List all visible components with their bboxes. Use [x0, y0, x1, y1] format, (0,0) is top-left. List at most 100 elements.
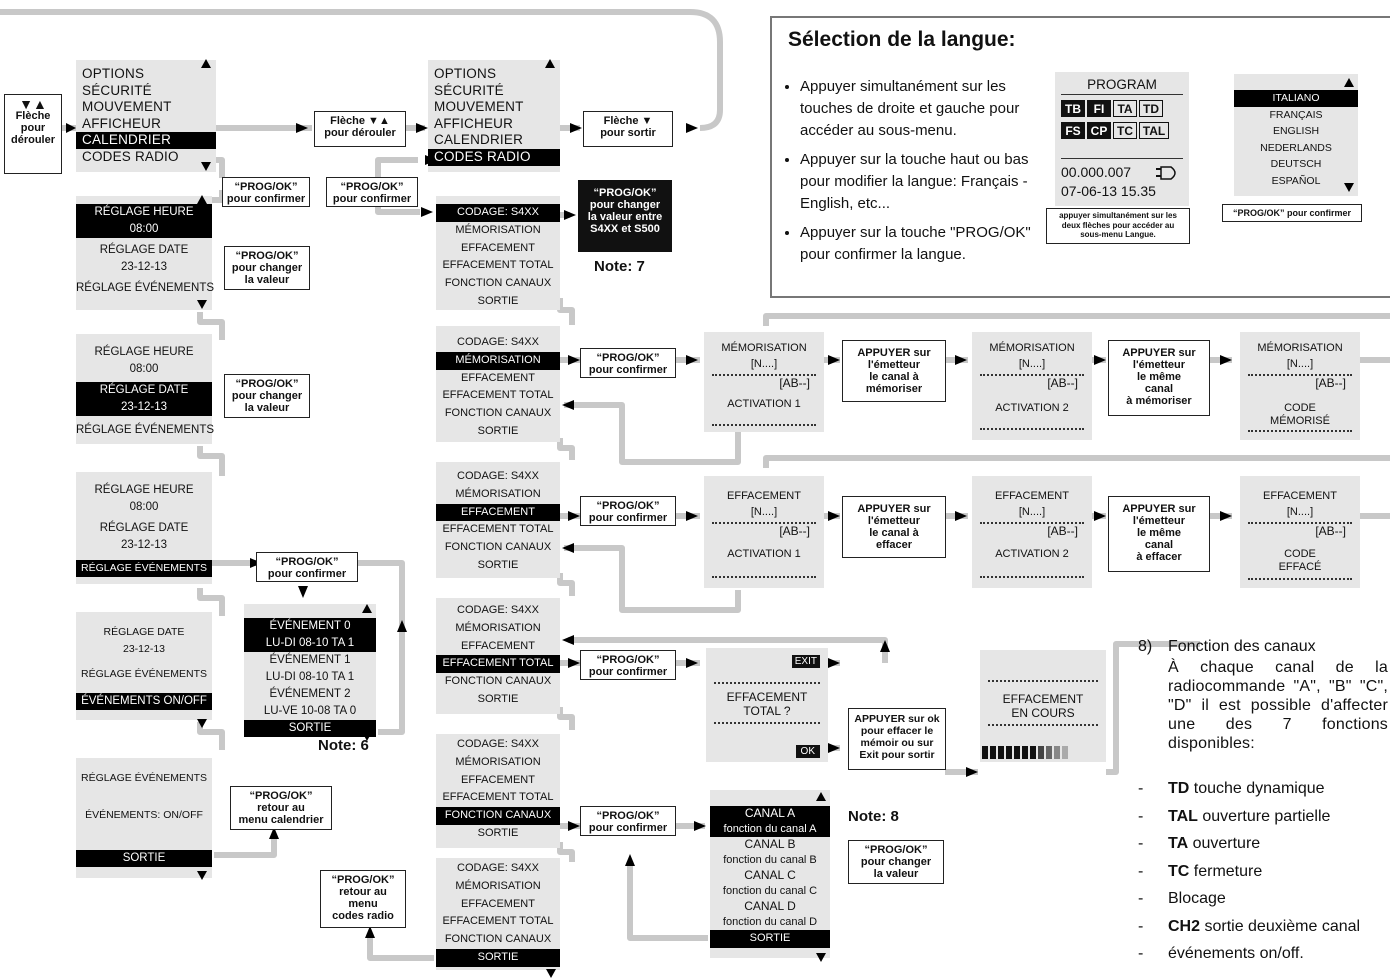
event-1-title[interactable]: ÉVÉNEMENT 1: [269, 654, 351, 666]
menu-item-options[interactable]: OPTIONS: [82, 66, 145, 81]
exit-key[interactable]: EXIT: [791, 655, 820, 668]
radio-codage[interactable]: CODAGE: S4XX: [457, 604, 539, 616]
canal-d[interactable]: CANAL D: [744, 899, 796, 913]
date-label[interactable]: RÉGLAGE DATE: [99, 244, 189, 256]
canal-d-fn[interactable]: fonction du canal D: [722, 916, 818, 928]
key-td[interactable]: TD: [1139, 100, 1163, 117]
radio-codage[interactable]: CODAGE: S4XX: [457, 738, 539, 750]
radio-memorisation[interactable]: MÉMORISATION: [455, 755, 541, 768]
menu-item-mouvement[interactable]: MOUVEMENT: [82, 99, 172, 115]
events-label[interactable]: RÉGLAGE ÉVÉNEMENTS: [76, 424, 215, 436]
events-label[interactable]: RÉGLAGE ÉVÉNEMENTS: [80, 772, 208, 784]
menu-item-calendrier[interactable]: CALENDRIER: [434, 132, 524, 148]
heure-value[interactable]: 08:00: [76, 221, 212, 238]
date-label[interactable]: RÉGLAGE DATE: [99, 522, 189, 534]
lang-english[interactable]: ENGLISH: [1272, 125, 1320, 137]
menu-item-codes-radio[interactable]: CODES RADIO: [82, 148, 179, 164]
radio-sortie[interactable]: SORTIE: [477, 294, 519, 307]
radio-effacement-total[interactable]: EFFACEMENT TOTAL: [442, 259, 554, 272]
key-tb[interactable]: TB: [1061, 100, 1085, 117]
radio-effacement-total[interactable]: EFFACEMENT TOTAL: [442, 915, 554, 928]
radio-effacement[interactable]: EFFACEMENT: [461, 241, 535, 254]
radio-sortie[interactable]: SORTIE: [477, 424, 519, 437]
date-label[interactable]: RÉGLAGE DATE: [103, 626, 185, 638]
event-2-detail[interactable]: LU-VE 10-08 TA 0: [263, 705, 357, 717]
heure-label[interactable]: RÉGLAGE HEURE: [94, 346, 194, 358]
radio-sortie[interactable]: SORTIE: [477, 558, 519, 571]
radio-sortie[interactable]: SORTIE: [477, 692, 519, 705]
canal-b[interactable]: CANAL B: [744, 837, 796, 851]
instruction-3: Appuyer sur la touche "PROG/OK" pour con…: [800, 222, 1062, 266]
menu-item-afficheur[interactable]: AFFICHEUR: [82, 115, 162, 131]
events-exit[interactable]: SORTIE: [244, 720, 376, 737]
menu-item-securite[interactable]: SÉCURITÉ: [434, 82, 504, 98]
lang-francais[interactable]: FRANÇAIS: [1269, 108, 1323, 121]
radio-fonction-canaux[interactable]: FONCTION CANAUX: [444, 541, 552, 554]
radio-memorisation[interactable]: MÉMORISATION: [436, 351, 560, 370]
canal-a[interactable]: CANAL A: [710, 806, 830, 821]
menu-item-mouvement[interactable]: MOUVEMENT: [434, 99, 524, 115]
radio-codage[interactable]: CODAGE: S4XX: [436, 204, 560, 222]
heure-label[interactable]: RÉGLAGE HEURE: [76, 204, 212, 221]
canal-b-fn[interactable]: fonction du canal B: [723, 854, 817, 866]
key-tal[interactable]: TAL: [1139, 122, 1169, 139]
radio-codage[interactable]: CODAGE: S4XX: [457, 862, 539, 874]
event-1-detail[interactable]: LU-DI 08-10 TA 1: [265, 671, 355, 683]
date-label[interactable]: RÉGLAGE DATE: [76, 382, 212, 399]
key-ta[interactable]: TA: [1113, 100, 1137, 117]
radio-fonction-canaux[interactable]: FONCTION CANAUX: [444, 407, 552, 420]
lang-espanol[interactable]: ESPAÑOL: [1271, 174, 1321, 187]
radio-fonction-canaux[interactable]: FONCTION CANAUX: [436, 807, 560, 825]
radio-sortie[interactable]: SORTIE: [477, 826, 519, 839]
event-0-title[interactable]: ÉVÉNEMENT 0: [269, 620, 351, 632]
radio-effacement[interactable]: EFFACEMENT: [461, 897, 535, 910]
lang-italiano[interactable]: ITALIANO: [1234, 90, 1358, 107]
date-value[interactable]: 23-12-13: [76, 399, 212, 416]
radio-fonction-canaux[interactable]: FONCTION CANAUX: [444, 933, 552, 946]
radio-fonction-canaux[interactable]: FONCTION CANAUX: [444, 675, 552, 688]
function-code: TA: [1168, 835, 1189, 852]
menu-item-calendrier[interactable]: CALENDRIER: [76, 132, 216, 149]
lang-nederlands[interactable]: NEDERLANDS: [1260, 141, 1332, 154]
radio-sortie[interactable]: SORTIE: [436, 948, 560, 967]
events-label[interactable]: RÉGLAGE ÉVÉNEMENTS: [76, 560, 212, 577]
label-line: “PROG/OK”: [593, 187, 657, 199]
radio-effacement[interactable]: EFFACEMENT: [436, 503, 560, 522]
key-tc[interactable]: TC: [1113, 122, 1137, 139]
events-label[interactable]: RÉGLAGE ÉVÉNEMENTS: [80, 668, 208, 680]
menu-item-afficheur[interactable]: AFFICHEUR: [434, 115, 514, 131]
radio-effacement[interactable]: EFFACEMENT: [461, 639, 535, 652]
onoff-label[interactable]: ÉVÉNEMENTS ON/OFF: [76, 693, 212, 710]
heure-label[interactable]: RÉGLAGE HEURE: [94, 484, 194, 496]
label-line: pour: [20, 122, 46, 134]
ok-key[interactable]: OK: [795, 745, 820, 758]
menu-item-securite[interactable]: SÉCURITÉ: [82, 82, 152, 98]
canal-c-fn[interactable]: fonction du canal C: [722, 885, 818, 897]
key-fi[interactable]: FI: [1087, 100, 1111, 117]
lang-deutsch[interactable]: DEUTSCH: [1270, 158, 1322, 170]
canal-exit[interactable]: SORTIE: [710, 930, 830, 948]
menu-item-codes-radio[interactable]: CODES RADIO: [428, 148, 560, 166]
radio-effacement[interactable]: EFFACEMENT: [461, 371, 535, 384]
radio-codage[interactable]: CODAGE: S4XX: [457, 470, 539, 482]
key-fs[interactable]: FS: [1061, 122, 1085, 139]
radio-memorisation[interactable]: MÉMORISATION: [455, 223, 541, 236]
event-0-detail[interactable]: LU-DI 08-10 TA 1: [265, 637, 355, 649]
radio-codage[interactable]: CODAGE: S4XX: [457, 336, 539, 348]
cal-exit[interactable]: SORTIE: [76, 850, 212, 867]
radio-effacement-total[interactable]: EFFACEMENT TOTAL: [442, 389, 554, 402]
radio-effacement-total[interactable]: EFFACEMENT TOTAL: [442, 523, 554, 536]
radio-effacement-total[interactable]: EFFACEMENT TOTAL: [442, 791, 554, 804]
radio-memorisation[interactable]: MÉMORISATION: [455, 487, 541, 500]
events-label[interactable]: RÉGLAGE ÉVÉNEMENTS: [76, 282, 215, 294]
radio-effacement[interactable]: EFFACEMENT: [461, 773, 535, 786]
radio-memorisation[interactable]: MÉMORISATION: [455, 621, 541, 634]
radio-memorisation[interactable]: MÉMORISATION: [455, 879, 541, 892]
radio-fonction-canaux[interactable]: FONCTION CANAUX: [444, 277, 552, 290]
canal-c[interactable]: CANAL C: [744, 868, 796, 882]
key-cp[interactable]: CP: [1087, 122, 1111, 139]
canal-a-fn[interactable]: fonction du canal A: [710, 821, 830, 837]
radio-effacement-total[interactable]: EFFACEMENT TOTAL: [436, 655, 560, 674]
menu-item-options[interactable]: OPTIONS: [434, 66, 497, 81]
event-2-title[interactable]: ÉVÉNEMENT 2: [269, 688, 351, 700]
